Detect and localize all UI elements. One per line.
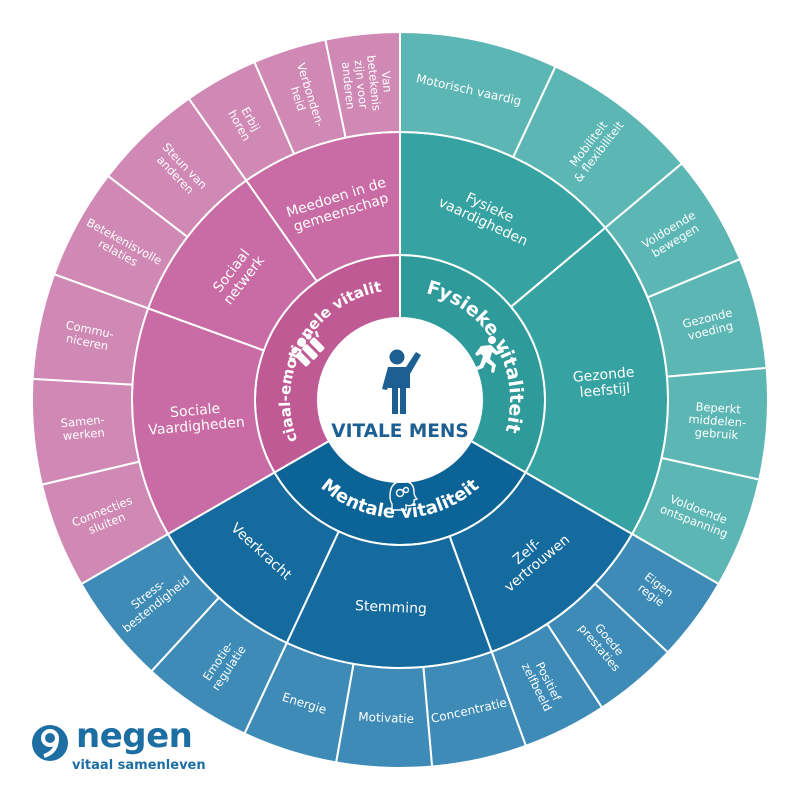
stemming-label: Stemming [355, 598, 428, 617]
person-waving-icon [382, 349, 421, 414]
samenwerken-label: Samen-werken [60, 412, 106, 443]
beperkt-middelengebruik-label: Beperktmiddelen-gebruik [687, 399, 747, 442]
van-betekenis-segment [324, 30, 401, 139]
motivatie-label: Motivatie [358, 710, 414, 726]
group-people-icon [288, 330, 325, 367]
wheel-center: VITALE MENS [318, 318, 482, 482]
wheel-sectors [31, 30, 769, 769]
center-title: VITALE MENS [331, 421, 468, 442]
gezonde-leefstijl-label: Gezondeleefstijl [572, 365, 636, 402]
van-betekenis-label: Vanbetekeniszijn vooranderen [339, 53, 397, 114]
running-person-icon [474, 336, 504, 373]
logo-tagline: vitaal samenleven [72, 758, 206, 773]
nine-circle-logo-icon [32, 725, 68, 761]
brain-head-icon [389, 480, 419, 511]
negen-logo: negen vitaal samenleven [30, 716, 210, 780]
logo-name: negen [76, 716, 193, 756]
